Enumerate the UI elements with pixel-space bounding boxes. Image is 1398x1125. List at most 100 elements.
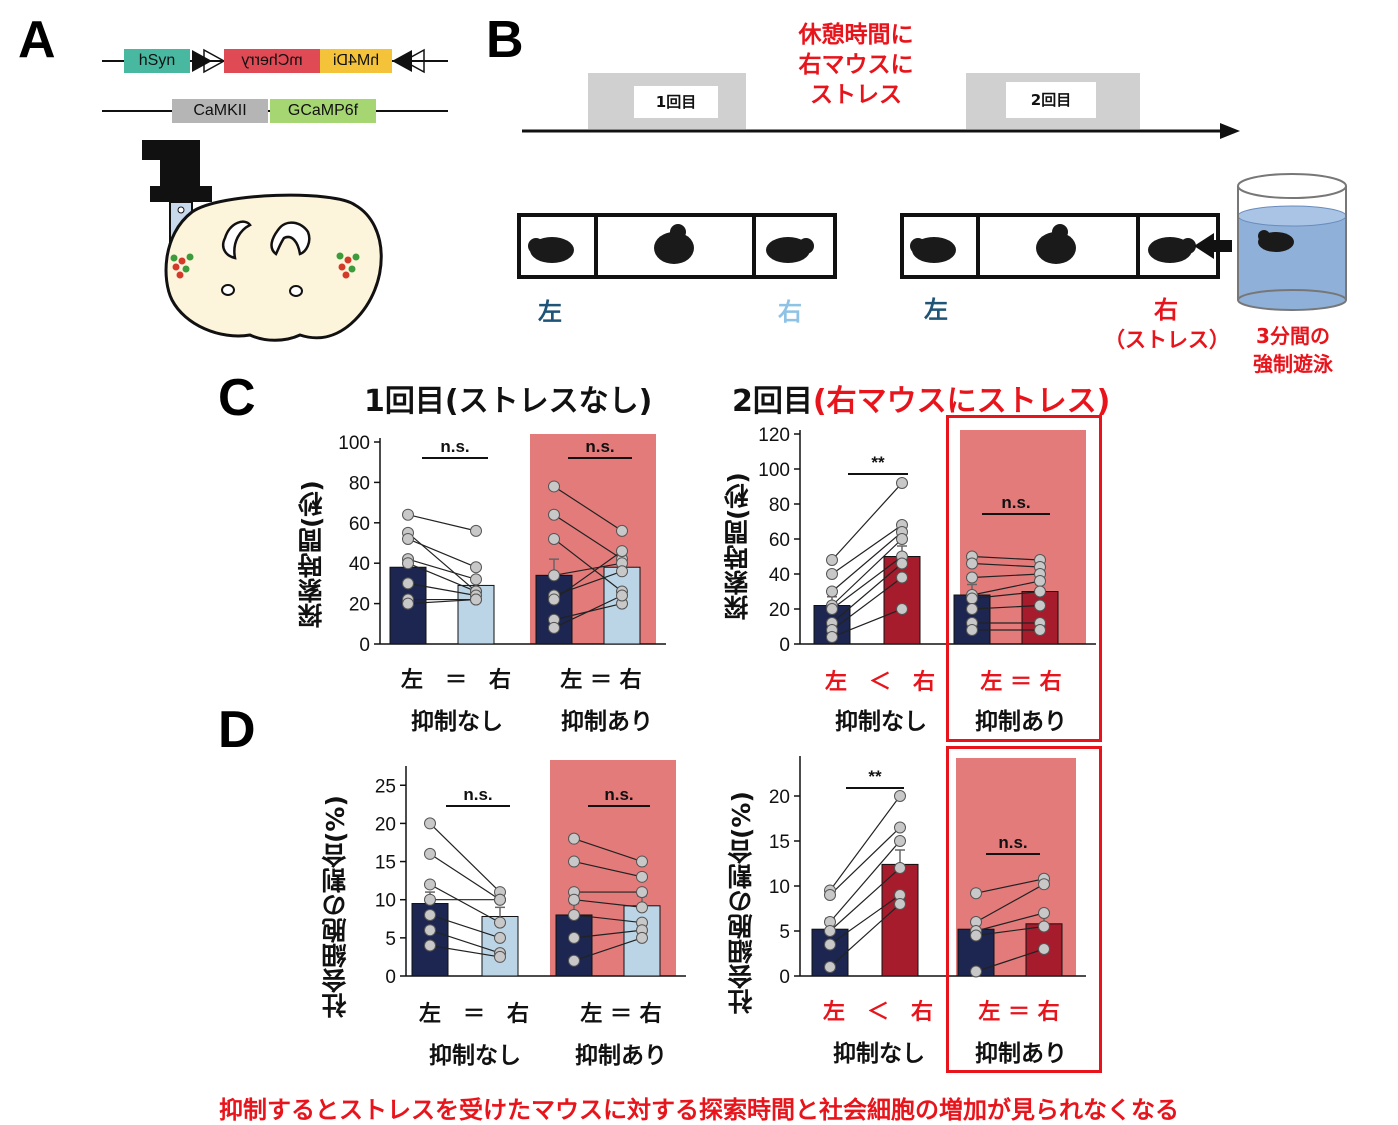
data-point-left — [970, 887, 982, 900]
paired-line — [573, 937, 643, 962]
data-point-left — [824, 938, 836, 951]
arena1-left-label: 左 — [538, 298, 562, 326]
paired-line — [829, 903, 901, 968]
data-point-right — [636, 855, 648, 868]
data-point-left — [424, 908, 436, 921]
data-point-left — [424, 817, 436, 830]
brain-slice-illustration — [142, 140, 383, 342]
paired-line — [831, 482, 903, 561]
cell-dots-right — [336, 252, 360, 279]
y-tick-label: 10 — [769, 877, 790, 898]
data-point-left — [568, 855, 580, 868]
y-tick-label: 20 — [375, 814, 396, 835]
data-point-left — [826, 631, 838, 643]
significance-label: ** — [871, 453, 885, 472]
data-point-left — [966, 603, 978, 615]
y-tick-label: 20 — [769, 600, 790, 621]
paired-line — [407, 558, 477, 580]
data-point-right — [470, 593, 482, 606]
data-point-right — [894, 862, 906, 874]
paired-line — [971, 604, 1041, 610]
data-point-right — [494, 950, 506, 963]
y-tick-label: 20 — [769, 787, 790, 808]
paired-line — [429, 822, 501, 893]
y-tick-label: 0 — [779, 635, 790, 656]
d2-group-sup: 抑制あり — [975, 1041, 1067, 1067]
y-tick-label: 25 — [375, 776, 396, 797]
gene-camkii: CaMKII — [172, 99, 268, 123]
paired-line — [975, 912, 1045, 932]
y-tick-label: 60 — [769, 530, 790, 551]
y-tick-label: 60 — [349, 514, 370, 535]
bar — [883, 556, 921, 645]
bar — [881, 863, 919, 977]
data-point-left — [548, 508, 560, 521]
y-tick-label: 15 — [375, 853, 396, 874]
paired-line — [971, 555, 1041, 561]
data-point-left — [970, 929, 982, 942]
significance-label: n.s. — [585, 437, 614, 456]
data-point-right — [894, 821, 906, 834]
panel-letter-d: D — [218, 701, 256, 759]
paired-line — [829, 840, 901, 923]
c2-group-nosup: 抑制なし — [835, 709, 927, 735]
data-point-right — [636, 931, 648, 944]
data-point-right — [616, 545, 628, 558]
data-point-right — [616, 565, 628, 578]
paired-line — [829, 867, 901, 932]
data-point-left — [568, 893, 580, 906]
d1-cmp-nosup: 左 ＝ 右 — [418, 1002, 529, 1027]
paired-line — [553, 485, 623, 532]
data-point-left — [402, 557, 414, 570]
y-tick-label: 80 — [349, 473, 370, 494]
footer-conclusion: 抑制するとストレスを受けたマウスに対する探索時間と社会細胞の増加が見られなくなる — [219, 1096, 1179, 1124]
y-tick-label: 0 — [779, 967, 790, 988]
c1-group-nosup: 抑制なし — [411, 709, 503, 735]
data-point-right — [494, 931, 506, 944]
y-tick-label: 20 — [349, 595, 370, 616]
data-point-right — [894, 835, 906, 847]
paired-line — [407, 532, 477, 592]
cell-dots-left — [170, 253, 194, 279]
data-point-left — [402, 508, 414, 521]
data-point-left — [966, 557, 978, 570]
data-point-right — [896, 533, 908, 545]
stress-paren-label: （ストレス） — [1104, 328, 1230, 352]
data-point-left — [568, 931, 580, 944]
bar — [555, 914, 593, 977]
session1-label: 1回目 — [634, 86, 718, 118]
data-point-right — [1034, 599, 1046, 612]
paired-line — [407, 538, 477, 568]
y-tick-label: 15 — [769, 832, 790, 853]
data-point-left — [424, 878, 436, 891]
paired-line — [975, 878, 1045, 894]
rest-note: 休憩時間に 右マウスに ストレス — [766, 20, 946, 110]
data-point-right — [1034, 585, 1046, 598]
arena2-left-label: 左 — [924, 296, 948, 324]
data-point-left — [826, 585, 838, 598]
paired-line — [429, 883, 501, 924]
y-tick-label: 40 — [769, 565, 790, 586]
paired-line — [971, 590, 1041, 600]
data-point-left — [966, 571, 978, 584]
significance-label: n.s. — [604, 785, 633, 804]
swim-note-line2: 強制遊泳 — [1253, 352, 1333, 376]
panel-b-diagram: 休憩時間に 右マウスに ストレス 1回目 2回目 — [486, 0, 1398, 390]
panel-c1-ylabel: 探索時間(秒) — [297, 480, 326, 628]
y-tick-label: 5 — [779, 922, 790, 943]
rest-note-line2: 右マウスに — [798, 52, 914, 78]
significance-label: n.s. — [998, 833, 1027, 852]
c2-group-sup: 抑制あり — [975, 709, 1067, 735]
data-point-left — [424, 847, 436, 860]
data-point-left — [402, 597, 414, 610]
data-point-left — [548, 621, 560, 634]
data-point-right — [1038, 943, 1050, 955]
paired-line — [573, 914, 643, 924]
paired-line — [553, 550, 623, 601]
data-point-left — [966, 624, 978, 636]
data-point-right — [616, 524, 628, 537]
paired-line — [553, 594, 623, 629]
data-point-left — [824, 889, 836, 901]
paired-line — [975, 925, 1045, 937]
